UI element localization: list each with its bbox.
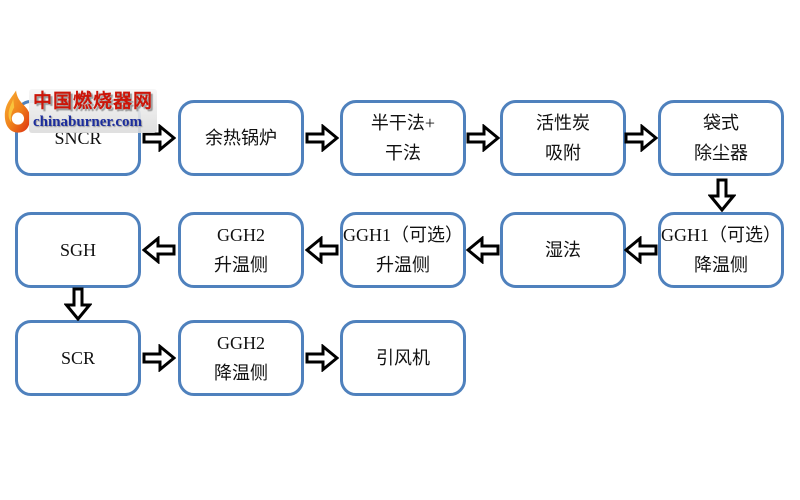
arrow-right-icon <box>142 344 176 372</box>
arrow-right-icon <box>142 124 176 152</box>
watermark-site-name: 中国燃烧器网 <box>33 91 154 112</box>
flow-box-label: SNCR <box>54 128 102 148</box>
flow-box-label: 降温侧 <box>214 363 268 383</box>
flow-box-label: 活性炭 <box>536 113 590 133</box>
arrow-right-icon <box>305 124 339 152</box>
flow-box-ggh2-heating-side: GGH2 升温侧 <box>178 212 304 288</box>
arrow-left-icon <box>305 236 339 264</box>
flow-box-label: SCR <box>60 348 96 368</box>
flow-box-label: 吸附 <box>545 143 581 163</box>
flow-box-label: 袋式 <box>703 113 739 133</box>
flow-box-scr: SCR <box>15 320 141 396</box>
watermark-site-url: chinaburner.com <box>33 114 143 130</box>
flow-box-label: 除尘器 <box>694 143 748 163</box>
flame-logo-icon <box>4 90 31 133</box>
flow-box-label: GGH2 <box>217 333 265 353</box>
flow-box-sgh: SGH <box>15 212 141 288</box>
arrow-right-icon <box>624 124 658 152</box>
flow-box-activated-carbon-adsorption: 活性炭 吸附 <box>500 100 626 176</box>
flow-box-label: GGH2 <box>217 225 265 245</box>
arrow-right-icon <box>466 124 500 152</box>
flow-box-waste-heat-boiler: 余热锅炉 <box>178 100 304 176</box>
watermark-text-band: 中国燃烧器网 chinaburner.com <box>29 89 158 133</box>
flow-box-semi-dry-plus-dry: 半干法+ 干法 <box>340 100 466 176</box>
flow-box-label: GGH1（可选） <box>661 225 781 245</box>
flow-box-label: 湿法 <box>545 240 581 260</box>
arrow-down-icon <box>64 287 92 321</box>
flow-box-label: 升温侧 <box>214 255 268 275</box>
flow-box-label: SGH <box>59 240 96 260</box>
watermark: 中国燃烧器网 chinaburner.com <box>2 89 158 135</box>
flow-box-ggh1-optional-heating-side: GGH1（可选） 升温侧 <box>340 212 466 288</box>
flow-box-label: GGH1（可选） <box>343 225 463 245</box>
arrow-down-icon <box>708 178 736 212</box>
flow-box-ggh2-cooling-side: GGH2 降温侧 <box>178 320 304 396</box>
arrow-right-icon <box>305 344 339 372</box>
flow-box-induced-draft-fan: 引风机 <box>340 320 466 396</box>
flow-box-label: 干法 <box>385 143 421 163</box>
flow-box-bag-filter: 袋式 除尘器 <box>658 100 784 176</box>
flow-box-label: 引风机 <box>376 348 430 368</box>
flow-box-label: 余热锅炉 <box>205 128 277 148</box>
flow-box-label: 半干法+ <box>370 113 436 133</box>
flow-box-label: 升温侧 <box>376 255 430 275</box>
flow-box-wet-process: 湿法 <box>500 212 626 288</box>
arrow-left-icon <box>466 236 500 264</box>
flow-box-ggh1-optional-cooling-side: GGH1（可选） 降温侧 <box>658 212 784 288</box>
arrow-left-icon <box>142 236 176 264</box>
flow-box-label: 降温侧 <box>694 255 748 275</box>
arrow-left-icon <box>624 236 658 264</box>
